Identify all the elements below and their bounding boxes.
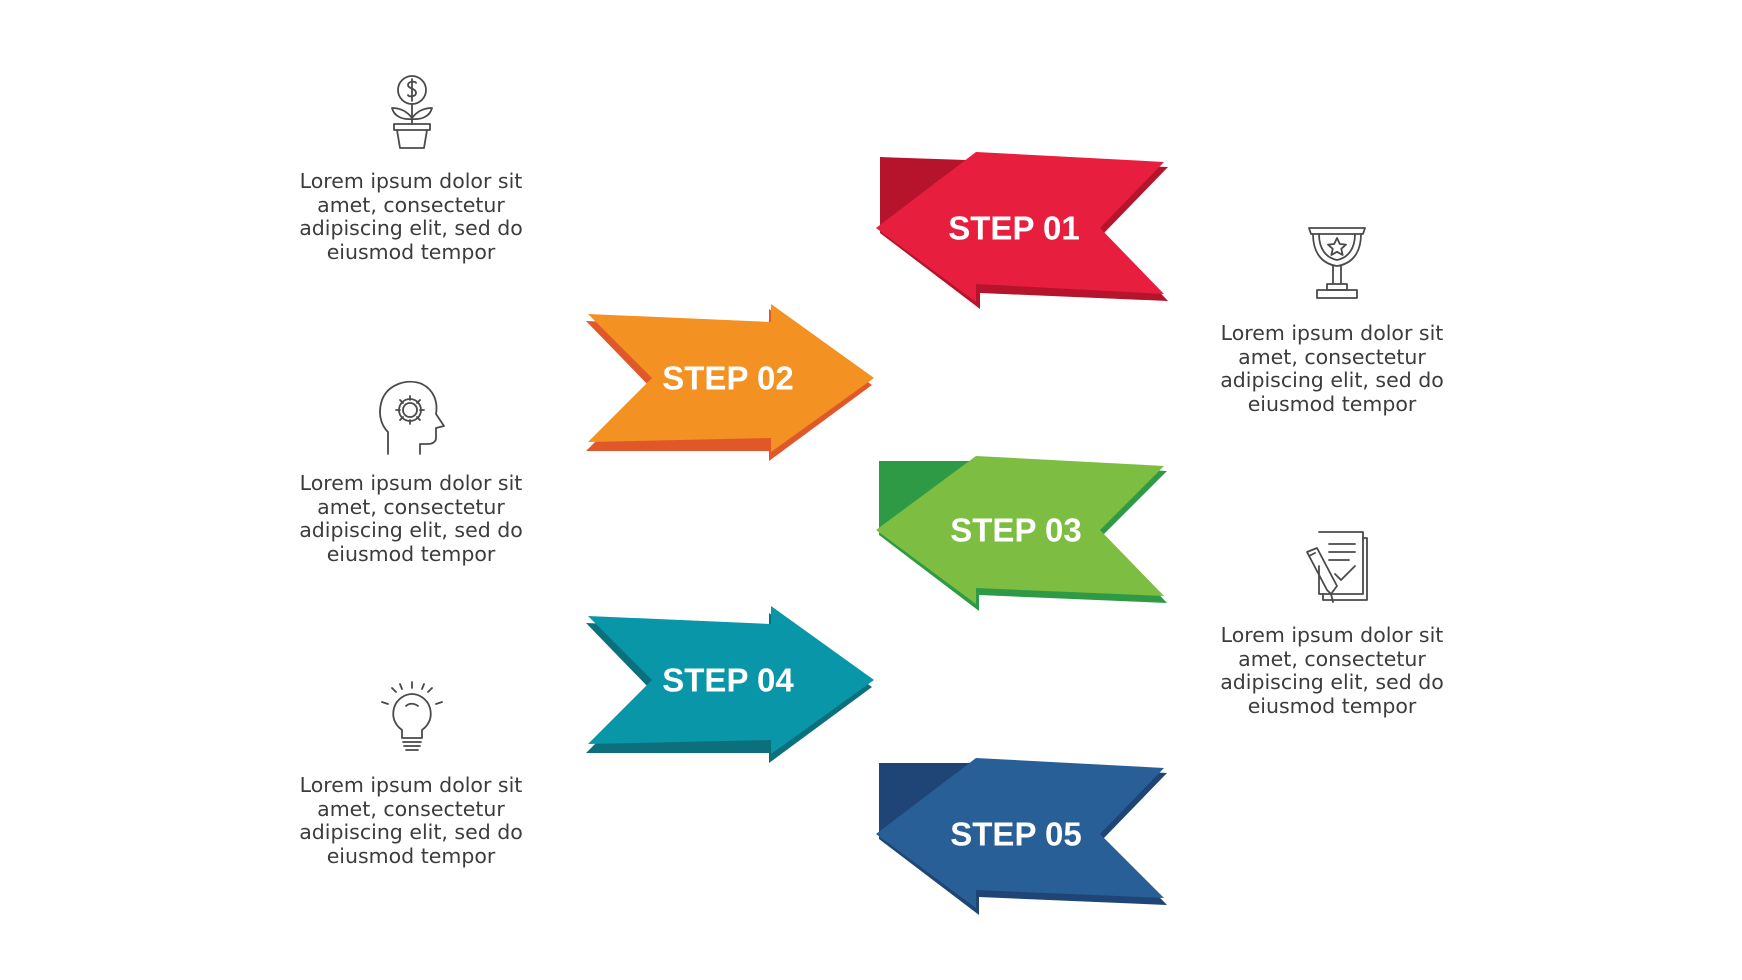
description-line: eiusmod tempor: [326, 541, 496, 566]
description-line: amet, consectetur: [317, 796, 505, 821]
money-plant-icon: [372, 72, 452, 152]
description-line: Lorem ipsum dolor sit: [1220, 321, 1444, 345]
description-line: Lorem ipsum dolor sit: [1220, 623, 1444, 647]
step-05-arrow: STEP 05: [876, 758, 1167, 915]
description-step-01: Lorem ipsum dolor sit amet, consectetur …: [276, 169, 546, 264]
description-line: amet, consectetur: [317, 494, 505, 519]
description-line: amet, consectetur: [1238, 344, 1426, 369]
description-line: adipiscing elit, sed do: [1220, 670, 1444, 694]
description-line: eiusmod tempor: [1247, 693, 1417, 718]
step-03-label: STEP 03: [950, 512, 1081, 549]
step-04-arrow-body: [588, 606, 874, 754]
description-line: eiusmod tempor: [1247, 391, 1417, 416]
step-05-label: STEP 05: [950, 816, 1081, 853]
step-04-label: STEP 04: [662, 662, 794, 699]
trophy-icon: [1297, 224, 1377, 304]
description-line: amet, consectetur: [317, 192, 505, 217]
step-02-label: STEP 02: [662, 360, 793, 397]
description-line: eiusmod tempor: [326, 843, 496, 868]
step-01-label: STEP 01: [948, 210, 1079, 247]
step-02-arrow: STEP 02: [586, 304, 874, 461]
description-step-02: Lorem ipsum dolor sit amet, consectetur …: [1197, 321, 1467, 416]
description-line: adipiscing elit, sed do: [299, 216, 523, 240]
description-line: Lorem ipsum dolor sit: [299, 773, 523, 797]
step-04-arrow: STEP 04: [586, 606, 874, 763]
step-05-arrow-body: [876, 758, 1164, 908]
step-03-arrow: STEP 03: [876, 456, 1167, 611]
step-01-arrow: STEP 01: [876, 152, 1168, 309]
head-gear-icon: [372, 376, 452, 456]
description-line: adipiscing elit, sed do: [1220, 368, 1444, 392]
step-01-arrow-body: [876, 152, 1164, 302]
lightbulb-icon: [372, 678, 452, 758]
description-step-05: Lorem ipsum dolor sit amet, consectetur …: [276, 773, 546, 868]
description-line: Lorem ipsum dolor sit: [299, 169, 523, 193]
description-line: eiusmod tempor: [326, 239, 496, 264]
description-line: Lorem ipsum dolor sit: [299, 471, 523, 495]
description-line: adipiscing elit, sed do: [299, 518, 523, 542]
step-02-arrow-body: [588, 304, 874, 452]
description-step-04: Lorem ipsum dolor sit amet, consectetur …: [1197, 623, 1467, 718]
description-line: adipiscing elit, sed do: [299, 820, 523, 844]
step-03-arrow-body: [876, 456, 1164, 604]
description-line: amet, consectetur: [1238, 646, 1426, 671]
description-step-03: Lorem ipsum dolor sit amet, consectetur …: [276, 471, 546, 566]
document-pen-icon: [1297, 526, 1377, 606]
